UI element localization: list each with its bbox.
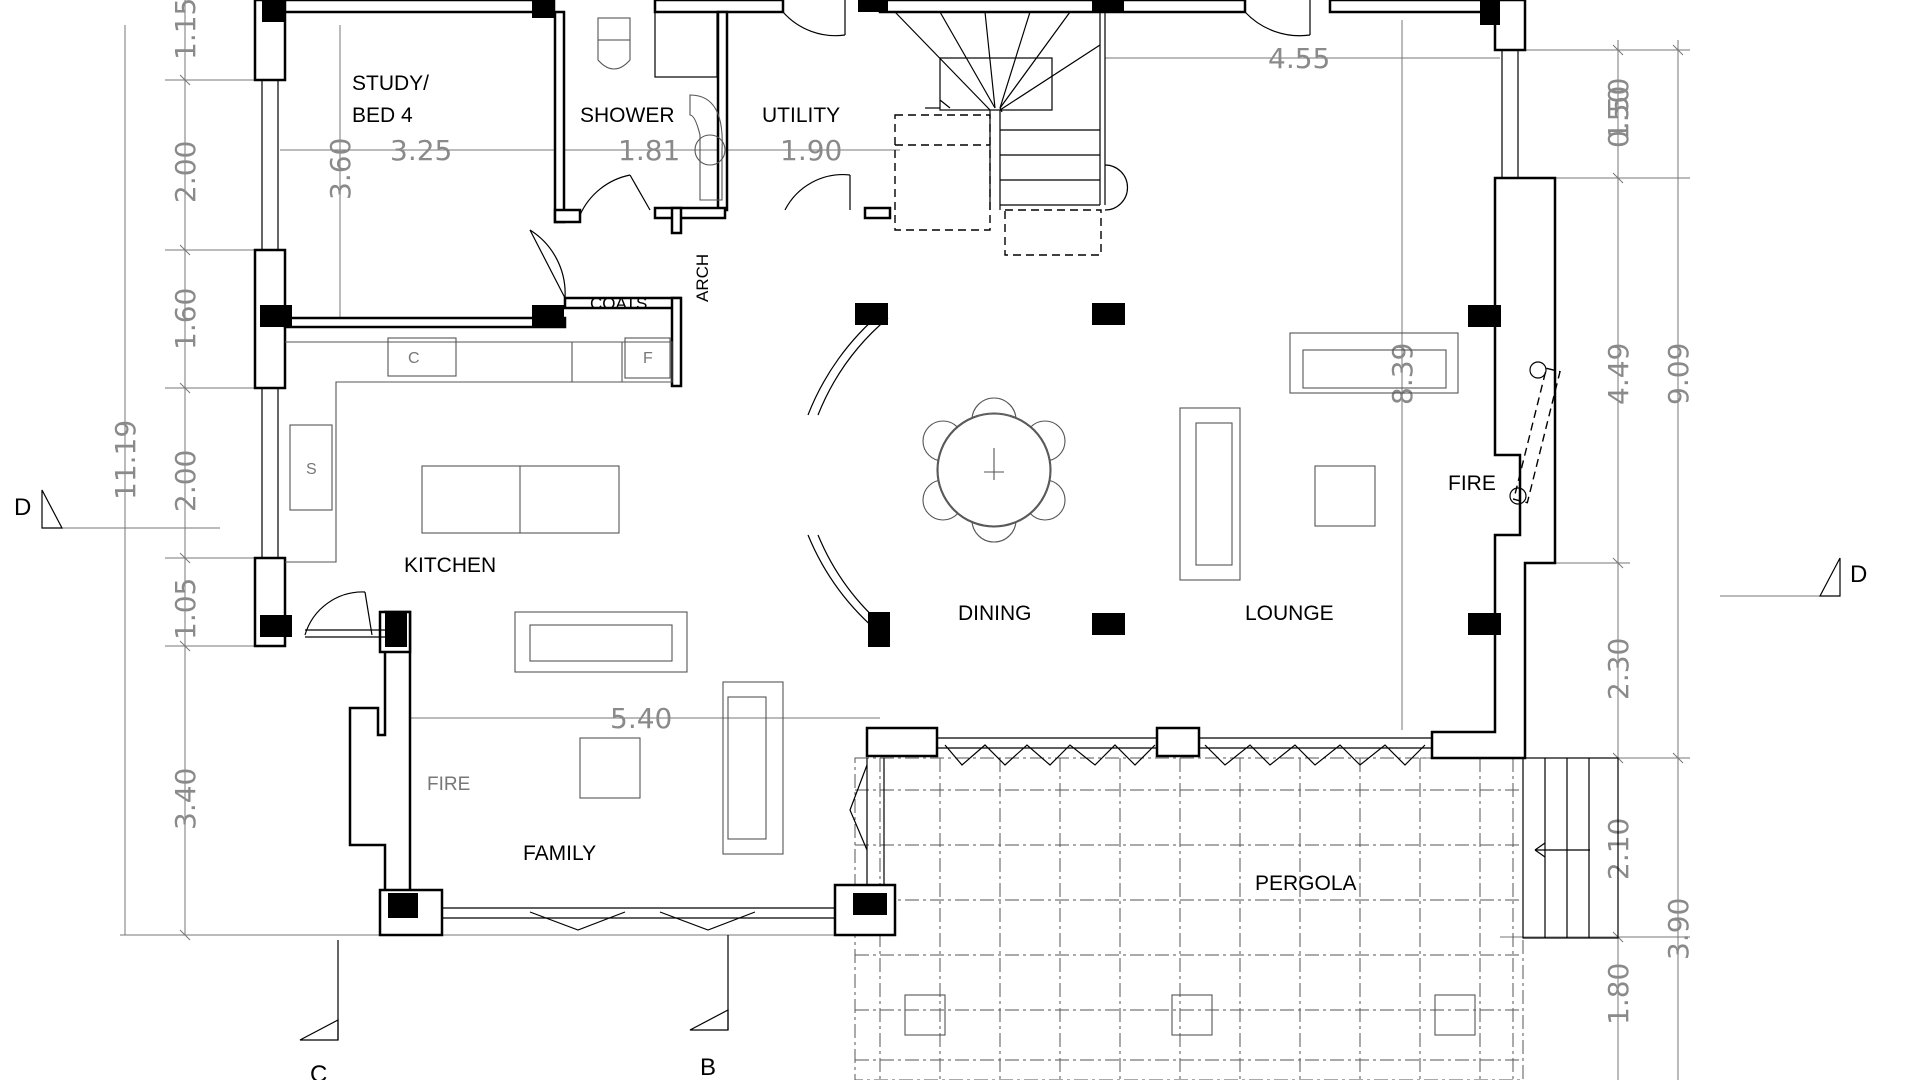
room-label-kitchen: KITCHEN xyxy=(404,554,496,577)
structural-columns xyxy=(260,0,1501,918)
dimension-lines xyxy=(42,0,1840,1080)
section-labels: D D C B xyxy=(14,494,1867,1080)
dim-left-1: 1.15 xyxy=(169,0,202,60)
room-label-lounge: LOUNGE xyxy=(1245,602,1334,625)
kitchen-fixtures xyxy=(285,337,688,673)
room-label-lounge-fire: FIRE xyxy=(1448,472,1496,495)
section-label-c: C xyxy=(310,1061,327,1080)
dim-study-depth: 3.60 xyxy=(324,138,357,200)
room-label-utility: UTILITY xyxy=(762,104,840,127)
dim-study-width: 3.25 xyxy=(390,134,452,167)
dim-utility-width: 1.90 xyxy=(780,134,842,167)
staircase xyxy=(894,11,1129,256)
dim-lounge-depth: 8.39 xyxy=(1386,343,1419,405)
section-label-b: B xyxy=(700,1054,716,1080)
dim-stair-width: 4.55 xyxy=(1268,42,1330,75)
room-label-dining: DINING xyxy=(958,602,1032,625)
dim-right-total: 9.09 xyxy=(1662,343,1695,405)
dimension-labels: 3.25 3.60 1.81 1.90 4.55 8.39 5.40 1.15 … xyxy=(109,0,1695,1025)
dim-right-1: 1.50 xyxy=(1602,78,1635,140)
room-label-family: FAMILY xyxy=(523,842,596,865)
dim-left-4: 2.00 xyxy=(169,450,202,512)
lounge-furniture xyxy=(1179,332,1561,581)
dining-furniture xyxy=(807,311,1066,636)
room-label-shower: SHOWER xyxy=(580,104,675,127)
dim-right-7: 1.80 xyxy=(1602,963,1635,1025)
appliance-fridge: F xyxy=(643,350,653,367)
dim-left-3: 1.60 xyxy=(169,288,202,350)
section-marks xyxy=(41,489,1841,1041)
dim-right-4: 2.30 xyxy=(1602,638,1635,700)
room-label-study: STUDY/ xyxy=(352,72,429,95)
appliance-sink: S xyxy=(306,461,317,478)
dim-right-3: 4.49 xyxy=(1602,343,1635,405)
dim-left-5: 1.05 xyxy=(169,578,202,640)
room-label-pergola: PERGOLA xyxy=(1255,872,1357,895)
room-labels: STUDY/ BED 4 SHOWER UTILITY COATS ARCH K… xyxy=(306,72,1496,895)
dim-left-2: 2.00 xyxy=(169,141,202,203)
family-furniture xyxy=(579,681,784,855)
dim-right-2: 0.50 xyxy=(1602,86,1635,148)
room-label-bed4: BED 4 xyxy=(352,104,413,127)
shower-fixtures xyxy=(597,11,726,201)
room-label-family-fire: FIRE xyxy=(427,774,470,795)
pergola-grid xyxy=(854,757,1619,1080)
room-label-arch: ARCH xyxy=(693,254,712,302)
appliance-cooker: C xyxy=(408,350,420,367)
room-label-coats: COATS xyxy=(590,294,647,313)
doors xyxy=(304,0,1426,931)
section-label-d-right: D xyxy=(1850,561,1867,588)
section-label-d-left: D xyxy=(14,494,31,521)
dim-right-6: 3.90 xyxy=(1662,898,1695,960)
dim-left-6: 3.40 xyxy=(169,768,202,830)
dim-family-width: 5.40 xyxy=(610,702,672,735)
dim-shower-width: 1.81 xyxy=(618,134,680,167)
dim-left-total: 11.19 xyxy=(109,420,142,500)
